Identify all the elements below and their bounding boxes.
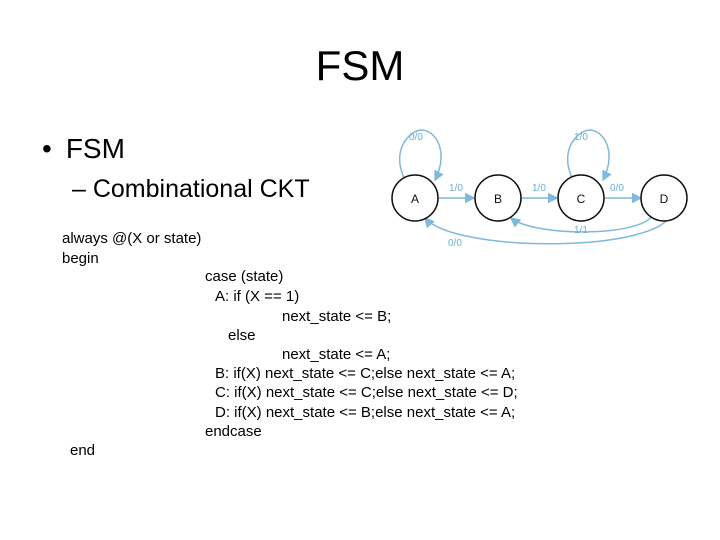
edge-label: 1/0 xyxy=(532,183,546,194)
edge-d-to-a xyxy=(424,213,672,245)
state-d-node xyxy=(640,174,688,222)
code-line: next_state <= A; xyxy=(282,346,391,363)
state-a-label: A xyxy=(411,192,419,206)
edge-d-to-b xyxy=(509,214,654,233)
code-line: B: if(X) next_state <= C;else next_state… xyxy=(215,365,516,382)
bullet-item: • FSM xyxy=(42,131,125,167)
code-line: D: if(X) next_state <= B;else next_state… xyxy=(215,404,516,421)
slide-title: FSM xyxy=(315,42,405,89)
sub-bullet-text: – Combinational CKT xyxy=(72,175,310,203)
code-line: A: if (X == 1) xyxy=(215,288,300,305)
state-d-label: D xyxy=(660,192,669,206)
edge-label: 0/0 xyxy=(610,183,624,194)
edge-c-self xyxy=(566,129,612,182)
code-line: always @(X or state) xyxy=(62,230,202,247)
state-b-label: B xyxy=(494,192,502,206)
edge-label: 1/0 xyxy=(574,132,588,143)
edge-label: 0/0 xyxy=(409,132,423,143)
state-c-label: C xyxy=(577,192,586,206)
state-c-node xyxy=(557,174,605,222)
code-line: else xyxy=(228,327,256,344)
bullet-text: FSM xyxy=(65,133,125,164)
bullet-dot: • xyxy=(42,133,52,164)
code-line: C: if(X) next_state <= C;else next_state… xyxy=(215,384,518,401)
code-line: next_state <= B; xyxy=(282,308,392,325)
edge-a-self xyxy=(398,129,444,182)
code-line: end xyxy=(70,442,96,459)
code-line: begin xyxy=(62,250,99,267)
fsm-state-diagram: A B C D 0/0 1/0 1/0 1/0 0/0 1/1 0/0 xyxy=(391,129,688,249)
edge-label: 1/0 xyxy=(449,183,463,194)
state-a-node xyxy=(391,174,439,222)
edge-label: 1/1 xyxy=(574,225,588,236)
code-line: case (state) xyxy=(205,268,284,285)
edge-label: 0/0 xyxy=(448,238,462,249)
state-b-node xyxy=(474,174,522,222)
code-line: endcase xyxy=(205,423,262,440)
